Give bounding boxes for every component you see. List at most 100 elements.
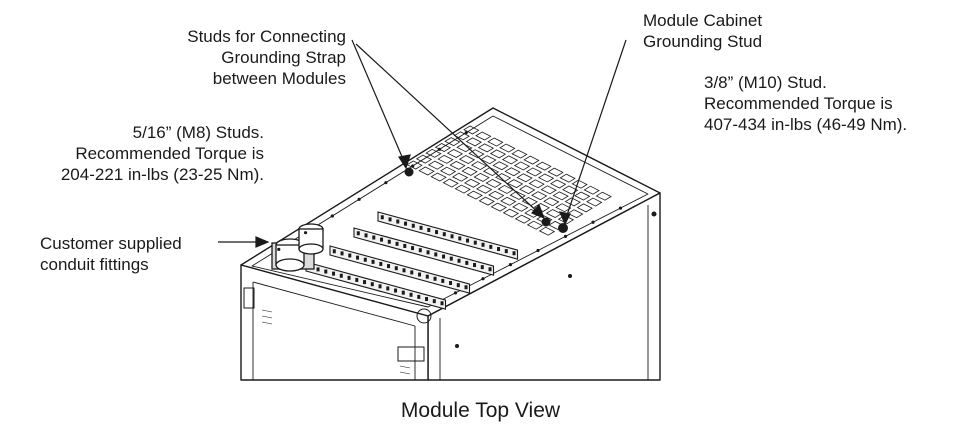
fastener-dot — [411, 164, 415, 168]
top-round-port — [416, 308, 432, 324]
fastener-dot — [437, 147, 442, 151]
cabinet-grounding-stud — [558, 223, 568, 233]
vent-slot — [453, 131, 470, 141]
vent-grille — [406, 125, 612, 236]
terminal-screw — [409, 292, 413, 297]
side-bolt-3 — [455, 344, 459, 348]
vent-slot — [466, 190, 483, 200]
vent-slot — [586, 197, 603, 207]
label-cabinet-stud-line-2: Grounding Stud — [643, 32, 763, 51]
terminal-screw — [404, 221, 408, 226]
vent-slot — [434, 143, 452, 152]
conduit-fitting-left-bottom — [275, 258, 305, 272]
vent-slot — [513, 161, 531, 171]
terminal-screw — [449, 281, 453, 286]
terminal-screw — [457, 258, 461, 263]
terminal-screw — [340, 251, 344, 256]
terminal-screw — [432, 299, 436, 304]
terminal-screw — [427, 227, 431, 232]
terminal-screw — [356, 255, 360, 260]
vent-slot — [526, 220, 544, 230]
vent-slot — [430, 172, 447, 182]
terminal-screw — [332, 249, 336, 254]
vent-slot — [550, 179, 567, 189]
vent-slot — [576, 203, 593, 213]
grounding-studs — [404, 167, 568, 233]
front-hatch-1 — [261, 309, 273, 313]
terminal-screw — [386, 286, 390, 291]
vent-slot — [451, 172, 469, 182]
terminal-screw — [339, 273, 343, 278]
vent-slot — [446, 149, 464, 158]
vent-slot — [567, 209, 584, 219]
terminal-screw — [394, 266, 398, 271]
vent-slot — [562, 185, 579, 195]
front-hatch-4 — [399, 365, 411, 369]
vent-slot — [476, 184, 493, 194]
vent-slot — [511, 149, 528, 159]
terminal-screw — [356, 231, 360, 236]
vent-slot — [595, 191, 612, 201]
label-studs-strap-line-3: between Modules — [212, 69, 346, 88]
terminal-screw — [379, 261, 383, 266]
terminal-screw — [512, 251, 516, 256]
vent-slot — [492, 161, 509, 171]
terminal-screw — [348, 253, 352, 258]
terminal-screw — [401, 290, 405, 295]
vent-slot — [442, 178, 459, 188]
label-studs-strap-line-1: Studs for Connecting — [187, 27, 346, 46]
terminal-screw — [458, 236, 462, 241]
strap-stud-left — [404, 167, 414, 177]
label-m8-spec-line-2: Recommended Torque is — [75, 144, 264, 163]
label-m8-spec: 5/16” (M8) Studs. Recommended Torque is … — [4, 122, 264, 185]
terminal-screw — [442, 254, 446, 259]
vent-slot — [463, 125, 480, 135]
cabinet-front-face — [240, 264, 429, 381]
vent-slot — [531, 191, 548, 201]
vent-slot — [564, 197, 581, 207]
terminal-screw — [418, 248, 422, 253]
diagram-caption: Module Top View — [400, 399, 561, 422]
arrow-conduit — [255, 236, 270, 248]
front-badge — [243, 287, 255, 309]
vent-slot — [406, 160, 423, 170]
label-cabinet-stud-line-1: Module Cabinet — [643, 11, 763, 30]
vent-slot — [488, 190, 505, 200]
vent-slot — [540, 185, 557, 195]
vent-slot — [487, 137, 504, 147]
vent-slot — [418, 166, 435, 176]
vent-slot — [574, 191, 591, 201]
vent-slot — [507, 179, 524, 189]
terminal-screw — [347, 275, 351, 280]
arrow-studs-left — [398, 154, 411, 170]
terminal-screw — [355, 277, 359, 282]
terminal-screw — [371, 259, 375, 264]
terminal-screw — [387, 264, 391, 269]
front-hatch-3 — [261, 321, 273, 325]
vent-slot — [552, 191, 569, 201]
fastener-dot — [384, 181, 388, 185]
vent-slot — [489, 149, 507, 159]
fastener-dot — [303, 231, 308, 235]
label-cabinet-stud: Module Cabinet Grounding Stud — [643, 10, 762, 52]
terminal-screw — [410, 270, 414, 275]
terminal-screw — [466, 238, 470, 243]
fastener-dot — [330, 214, 334, 218]
terminal-screw — [489, 244, 493, 249]
vent-slot — [480, 155, 497, 165]
terminal-screw — [434, 252, 438, 257]
vent-slot — [583, 185, 600, 195]
terminal-screw — [419, 225, 423, 230]
vent-slot — [473, 172, 490, 182]
label-m8-spec-line-1: 5/16” (M8) Studs. — [132, 123, 264, 142]
terminal-screw — [396, 219, 400, 224]
vent-slot — [477, 143, 495, 153]
vent-slot — [543, 197, 560, 207]
side-label-plate — [397, 346, 425, 362]
vent-slot — [444, 137, 461, 147]
terminal-screw — [426, 250, 430, 255]
terminal-screw — [364, 233, 368, 238]
edge-fasteners — [277, 131, 623, 295]
front-panel-edge — [252, 281, 416, 327]
terminal-screw — [440, 301, 444, 306]
